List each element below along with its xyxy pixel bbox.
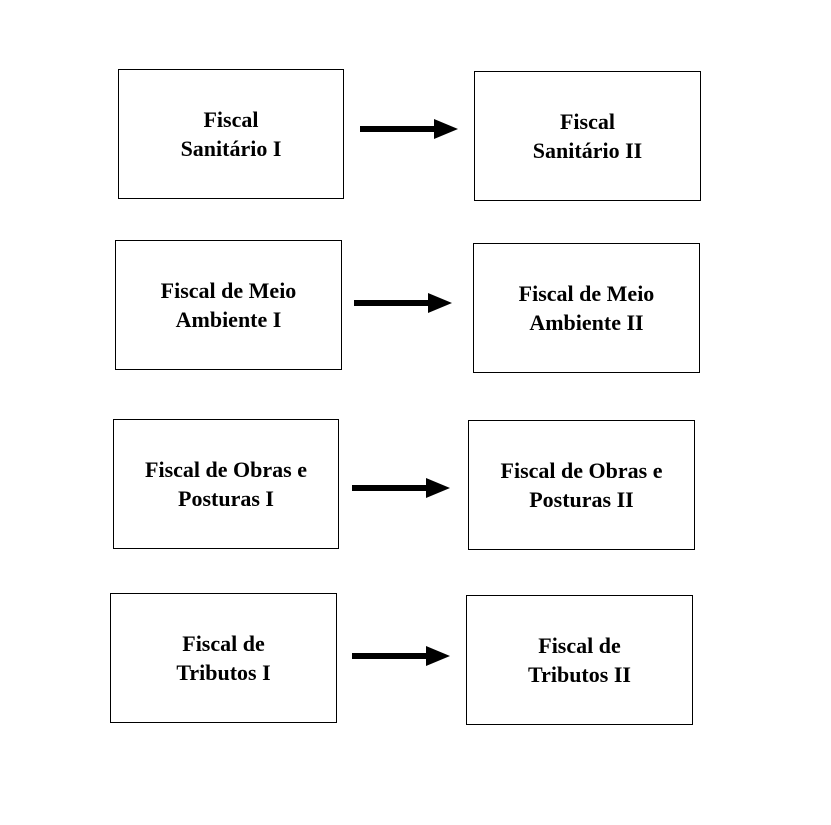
box-label-line1: Fiscal de Meio (160, 278, 297, 303)
arrow-right-icon (352, 478, 450, 498)
box-label-line1: Fiscal de (182, 631, 265, 656)
box-label-line1: Fiscal de Meio (518, 281, 655, 306)
box-label-line2: Tributos I (176, 660, 271, 685)
box-label-line1: Fiscal de Obras e (500, 458, 663, 483)
box-label: Fiscal de Meio Ambiente II (519, 279, 655, 337)
box-label-line2: Sanitário II (532, 138, 643, 163)
arrow-right-icon (354, 293, 452, 313)
box-label-line2: Ambiente II (529, 310, 644, 335)
arrow-right-icon (360, 119, 458, 139)
box-fiscal-obras-posturas-i: Fiscal de Obras e Posturas I (113, 419, 339, 549)
box-label-line2: Sanitário I (180, 136, 282, 161)
box-fiscal-sanitario-ii: Fiscal Sanitário II (474, 71, 701, 201)
box-label: Fiscal Sanitário I (181, 105, 282, 163)
box-fiscal-meio-ambiente-i: Fiscal de Meio Ambiente I (115, 240, 342, 370)
box-label-line2: Ambiente I (175, 307, 282, 332)
box-label: Fiscal de Obras e Posturas I (145, 455, 307, 513)
arrow-right-icon (352, 646, 450, 666)
box-fiscal-meio-ambiente-ii: Fiscal de Meio Ambiente II (473, 243, 700, 373)
box-label-line1: Fiscal (203, 107, 259, 132)
box-label-line1: Fiscal de Obras e (145, 457, 307, 482)
box-label-line1: Fiscal de (538, 633, 621, 658)
box-fiscal-sanitario-i: Fiscal Sanitário I (118, 69, 344, 199)
box-fiscal-tributos-ii: Fiscal de Tributos II (466, 595, 693, 725)
box-label-line2: Posturas I (178, 486, 274, 511)
box-fiscal-tributos-i: Fiscal de Tributos I (110, 593, 337, 723)
box-label-line1: Fiscal (559, 109, 615, 134)
box-label: Fiscal de Meio Ambiente I (161, 276, 297, 334)
box-label: Fiscal de Tributos I (176, 629, 270, 687)
box-fiscal-obras-posturas-ii: Fiscal de Obras e Posturas II (468, 420, 695, 550)
box-label: Fiscal de Tributos II (528, 631, 631, 689)
box-label-line2: Posturas II (529, 487, 634, 512)
box-label-line2: Tributos II (528, 662, 631, 687)
box-label: Fiscal de Obras e Posturas II (501, 456, 663, 514)
box-label: Fiscal Sanitário II (533, 107, 642, 165)
